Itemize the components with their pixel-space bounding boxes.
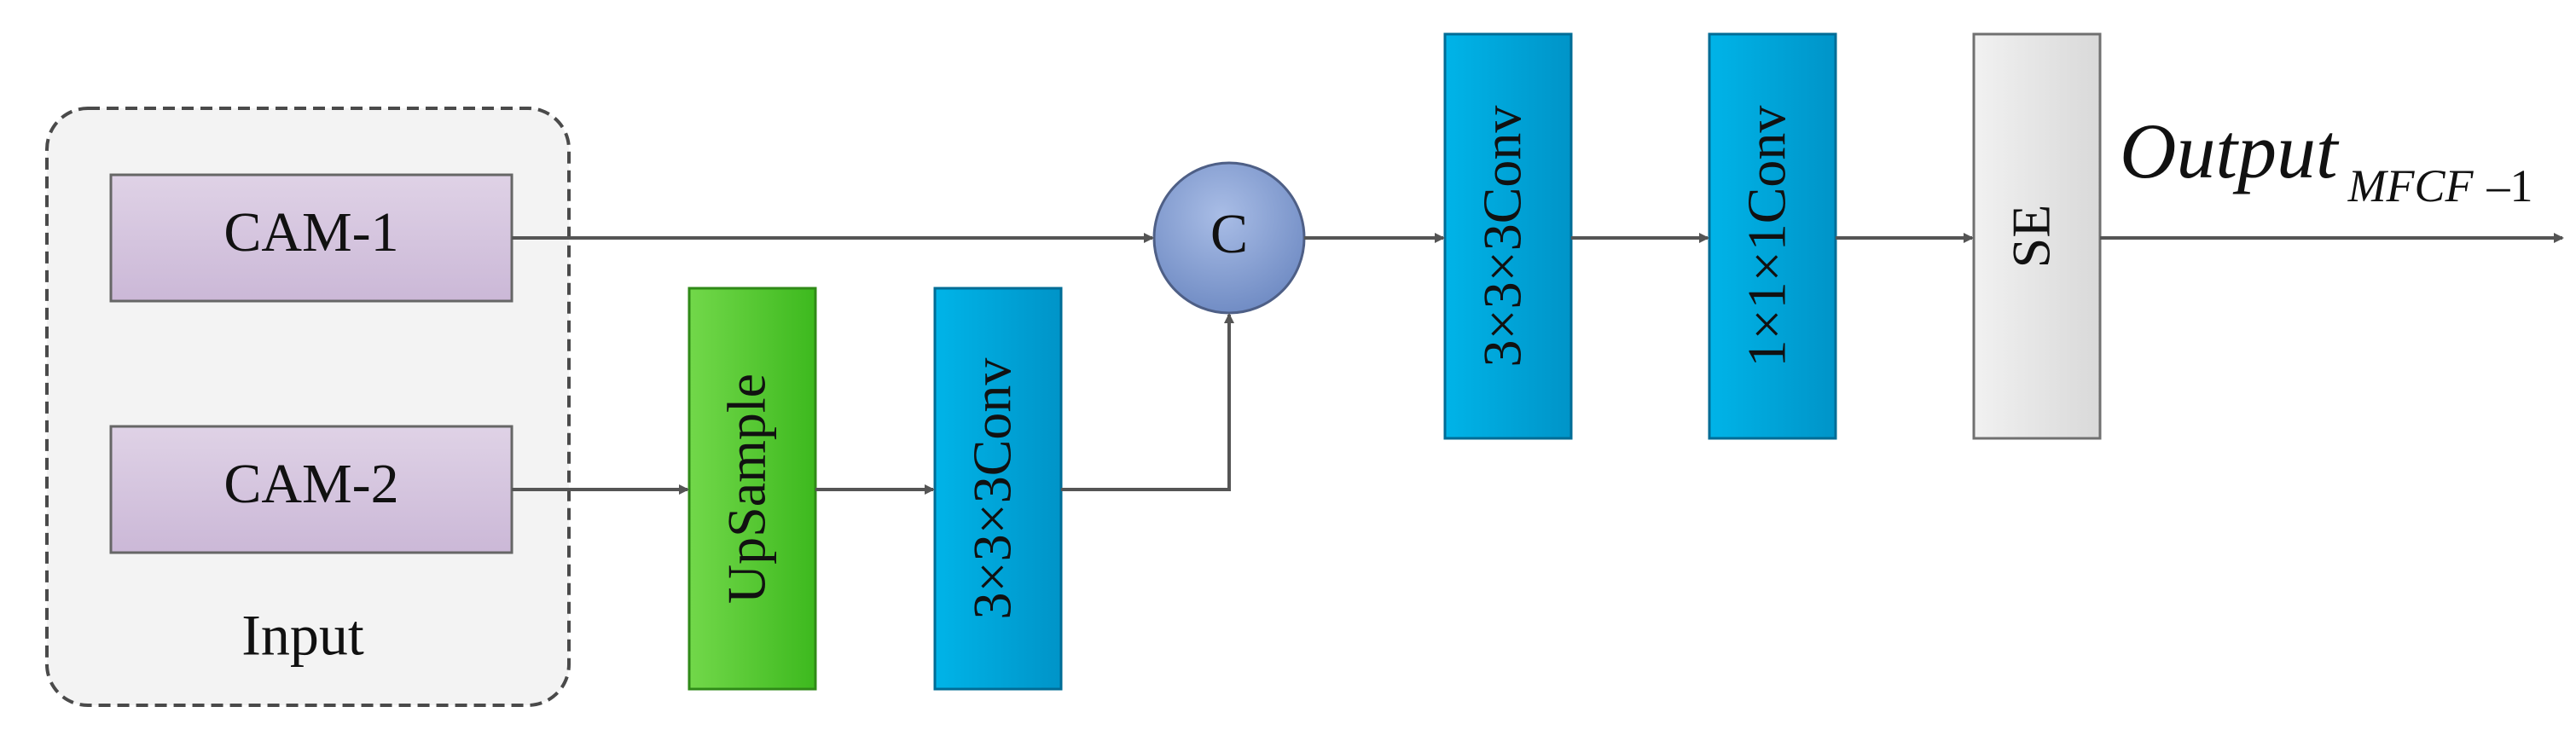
cam-2-label: CAM-2 [223, 453, 398, 515]
main-3x3x3-conv-label: 3×3×3Conv [1472, 106, 1533, 368]
output-main-text: Output [2120, 107, 2340, 194]
branch-conv-to-concat-arrow [1061, 313, 1234, 491]
upsample-block [688, 287, 817, 691]
branch-3x3x3-conv-label: 3×3×3Conv [962, 358, 1023, 620]
branch-3x3x3-conv-block [933, 287, 1063, 691]
cam-1-box [109, 173, 513, 303]
upsample-label: UpSample [717, 374, 777, 604]
input-label: Input [241, 603, 364, 668]
main-3x3x3-conv-block [1443, 32, 1573, 440]
se-label: SE [2001, 205, 2062, 269]
main-1x1x1-conv-label: 1×1×1Conv [1737, 106, 1797, 368]
cam-1-label: CAM-1 [223, 201, 398, 264]
main-1x1x1-conv-block [1708, 32, 1837, 440]
output-suffix: –1 [2486, 160, 2533, 211]
se-block [1972, 32, 2102, 440]
concat-label: C [1210, 203, 1248, 265]
output-label: Output MFCF –1 [2120, 107, 2533, 211]
cam-2-box [109, 425, 513, 554]
output-subscript: MFCF [2347, 160, 2474, 211]
